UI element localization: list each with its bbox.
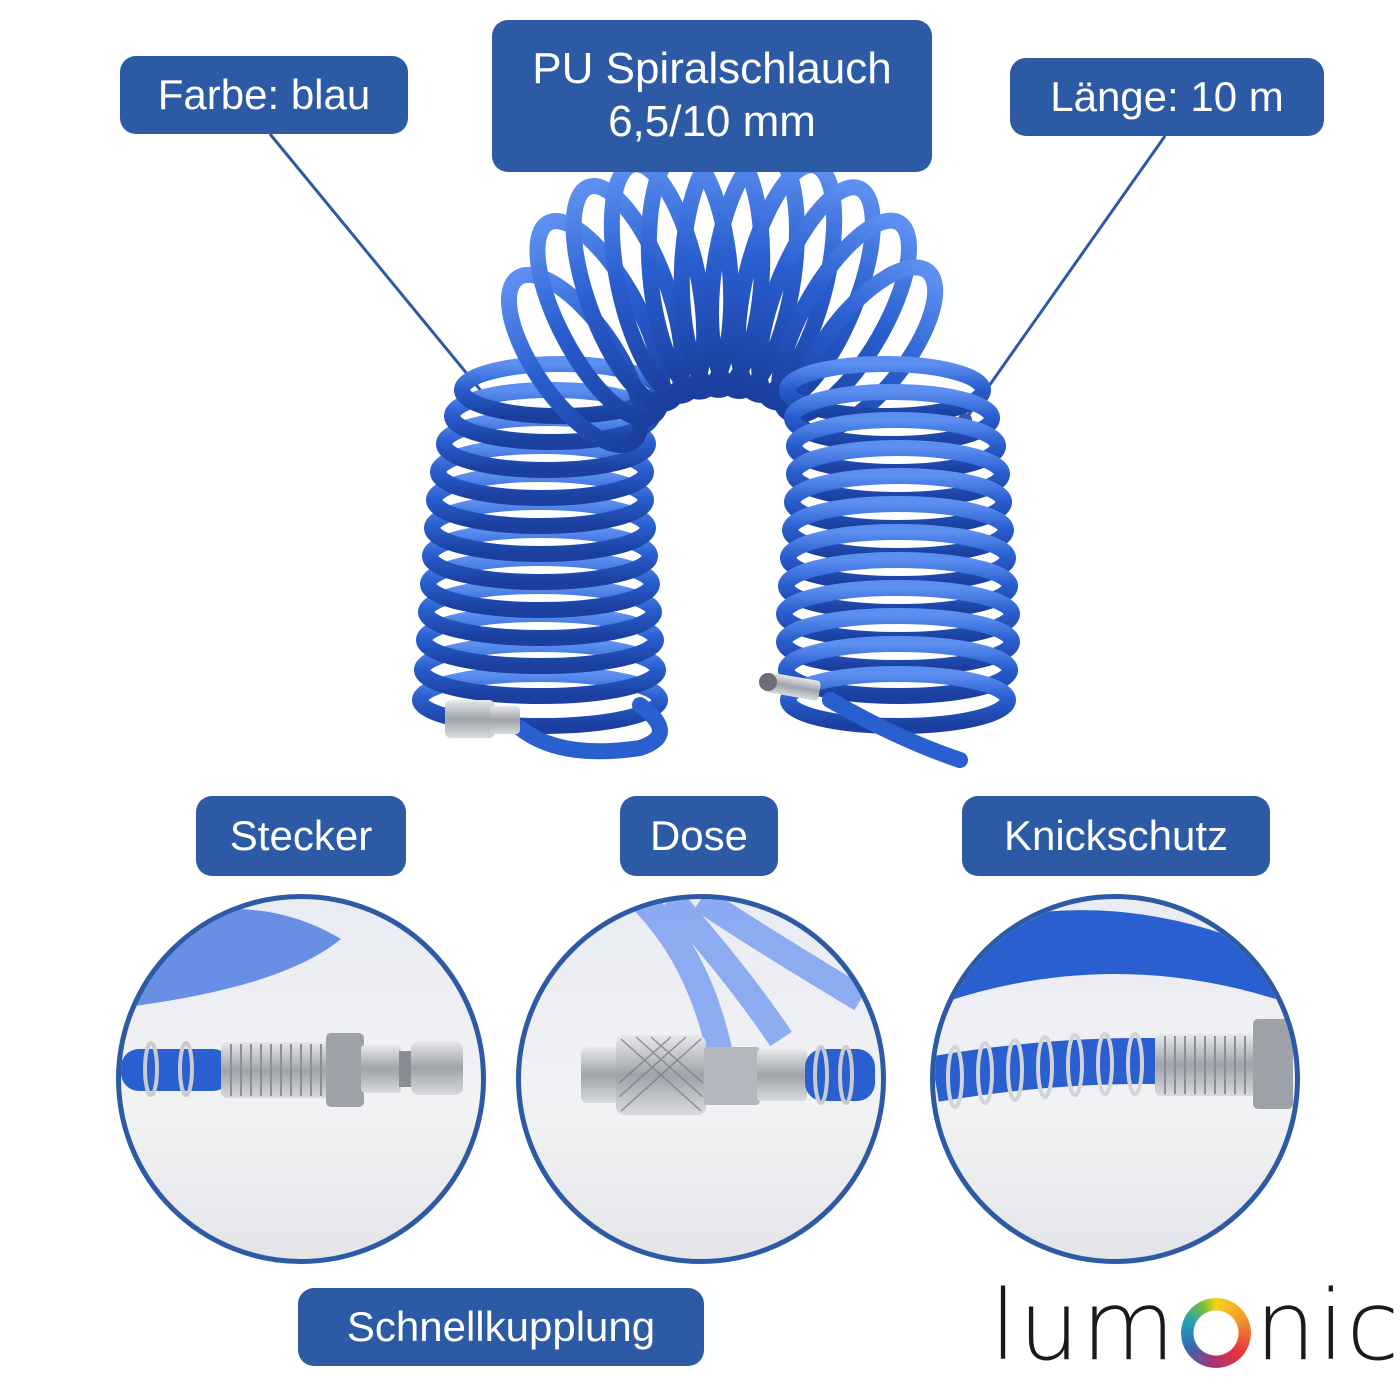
leader-line-length: [963, 135, 1167, 421]
label-color-text: Farbe: blau: [157, 70, 371, 118]
label-length: Länge: 10 m: [1010, 58, 1324, 136]
detail-image-kink-protection: [930, 894, 1300, 1264]
socket-fitting: [445, 700, 520, 738]
label-socket: Dose: [620, 796, 778, 876]
detail-image-plug: [116, 894, 486, 1264]
brand-logo: lum nic: [990, 1270, 1400, 1382]
label-kink-protection-text: Knickschutz: [1003, 811, 1229, 859]
label-product-title: PU Spiralschlauch 6,5/10 mm: [492, 20, 932, 172]
label-plug: Stecker: [196, 796, 406, 876]
leader-line-color: [268, 133, 507, 421]
label-plug-text: Stecker: [229, 811, 373, 859]
hose-tail-left: [512, 697, 668, 760]
product-title-line2: 6,5/10 mm: [608, 97, 816, 146]
label-quick-coupling: Schnellkupplung: [298, 1288, 704, 1366]
detail-image-socket: [516, 894, 886, 1264]
label-quick-coupling-text: Schnellkupplung: [346, 1302, 656, 1350]
label-color: Farbe: blau: [120, 56, 408, 134]
label-kink-protection: Knickschutz: [962, 796, 1270, 876]
hose-coil: [412, 142, 1020, 734]
plug-fitting: [759, 672, 821, 701]
label-length-text: Länge: 10 m: [1050, 72, 1284, 120]
label-socket-text: Dose: [649, 811, 749, 859]
hose-tail-right: [822, 692, 968, 768]
logo-text-end: nic: [1255, 1270, 1400, 1382]
logo-text-start: lum: [990, 1270, 1178, 1382]
logo-rainbow-ring-icon: [1181, 1298, 1252, 1368]
product-title-line1: PU Spiralschlauch: [532, 44, 892, 94]
